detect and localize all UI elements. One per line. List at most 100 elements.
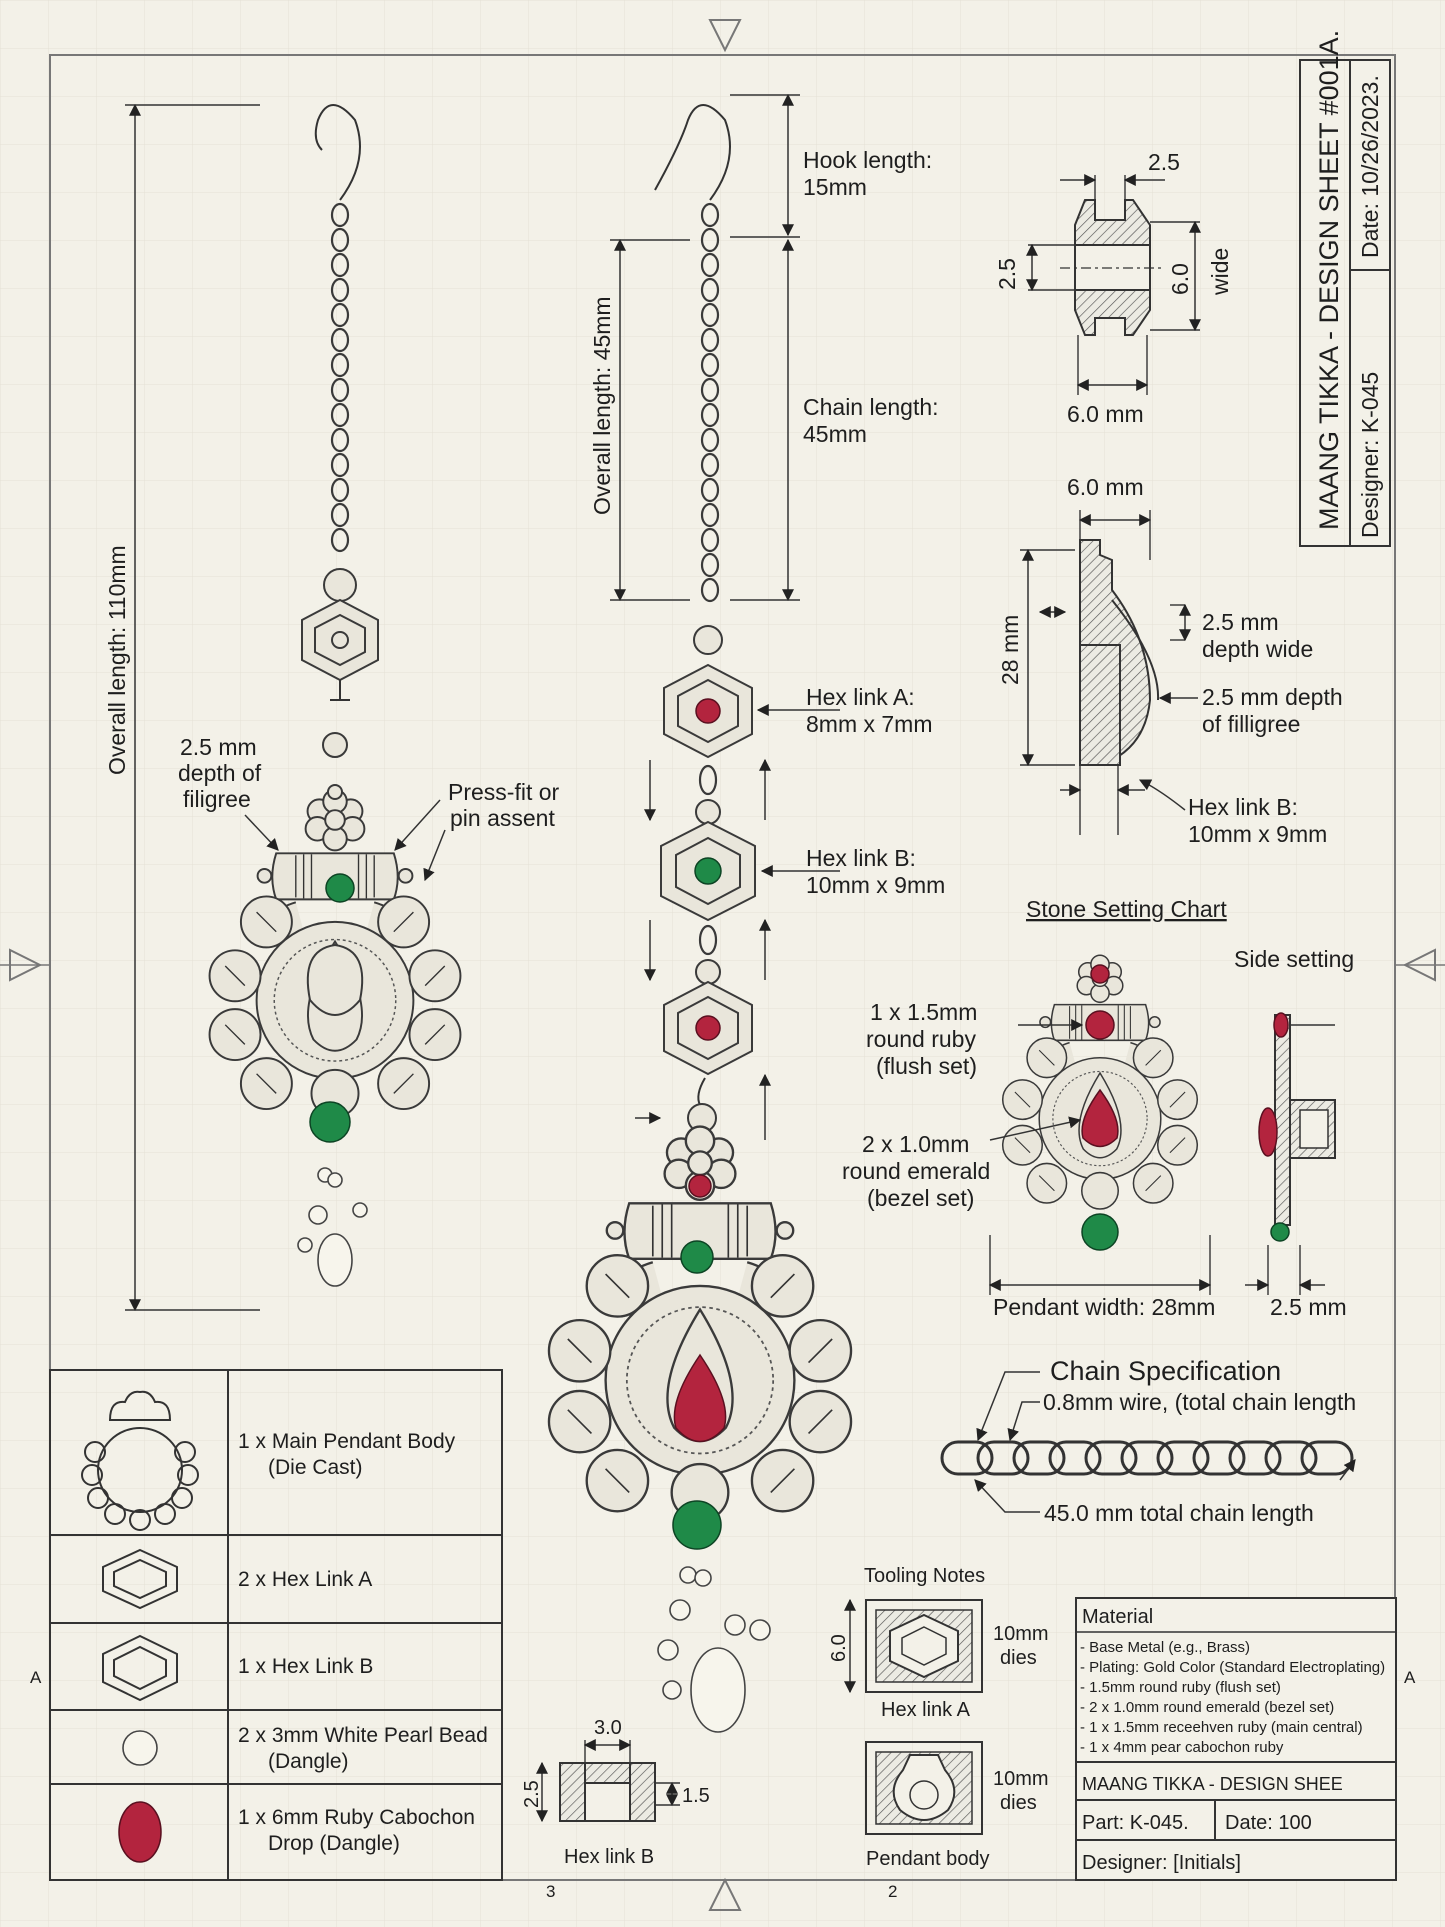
- title-block-date: Date: 10/26/2023.: [1357, 75, 1383, 258]
- side-filigree-label-2: of filligree: [1202, 711, 1300, 737]
- bom-row-3-label: 1 x Hex Link B: [238, 1655, 373, 1678]
- left-filigree-label-3: filigree: [183, 786, 251, 812]
- bom-row-1-label-2: (Die Cast): [268, 1456, 363, 1479]
- border-mark-bottom-3: 3: [546, 1882, 555, 1901]
- material-item-2: - Plating: Gold Color (Standard Electrop…: [1080, 1659, 1385, 1676]
- die-a-size-2: dies: [1000, 1647, 1037, 1669]
- ruby-spec-label-1: 1 x 1.5mm: [870, 999, 977, 1025]
- center-overall-length: Overall length: 45mm: [589, 296, 615, 515]
- hook-length-label-2: 15mm: [803, 174, 867, 200]
- chain-spec-title: Chain Specification: [1050, 1356, 1281, 1386]
- die-a-dim: 6.0: [828, 1634, 850, 1662]
- chain-specification: Chain Specification 0.8mm wire, (total c…: [940, 1356, 1356, 1526]
- bom-row-5-label-1: 1 x 6mm Ruby Cabochon: [238, 1806, 475, 1829]
- die-a-size-1: 10mm: [993, 1623, 1049, 1645]
- hex-link-a-second: [663, 980, 753, 1076]
- left-filigree-label-2: depth of: [178, 760, 262, 786]
- hex-detail-right-word: wide: [1207, 248, 1233, 296]
- tooling-title: Tooling Notes: [864, 1565, 985, 1587]
- hex-link-a: [663, 663, 753, 759]
- border-mark-left-a: A: [30, 1668, 42, 1687]
- side-hex-b-label-1: Hex link B:: [1188, 794, 1298, 820]
- die-b-size-2: dies: [1000, 1792, 1037, 1814]
- hex-link-b-icon: [102, 1634, 178, 1702]
- bom-row-4-label-2: (Dangle): [268, 1750, 349, 1773]
- side-detail-top-dim: 6.0 mm: [1067, 474, 1144, 500]
- border-mark-bottom-2: 2: [888, 1882, 897, 1901]
- ruby-spec-label-3: (flush set): [876, 1053, 977, 1079]
- hex-link-a-icon: [102, 1548, 178, 1610]
- center-chain: [693, 202, 723, 655]
- title-block: MAANG TIKKA - DESIGN SHEET #001A. Date: …: [1299, 30, 1391, 547]
- die-b-label: Pendant body: [866, 1848, 989, 1870]
- left-press-fit-label-1: Press-fit or: [448, 779, 560, 805]
- material-block: Material - Base Metal (e.g., Brass) - Pl…: [1075, 1597, 1397, 1881]
- hex-detail-left-dim: 2.5: [994, 258, 1020, 290]
- material-item-3: - 1.5mm round ruby (flush set): [1080, 1679, 1281, 1696]
- left-view: Overall length: 110mm: [104, 103, 560, 1312]
- pendant-body-icon: [81, 1390, 199, 1531]
- pearl-icon: [122, 1730, 158, 1766]
- chain-length-label-1: Chain length:: [803, 394, 939, 420]
- chain-drawing: [940, 1440, 1354, 1476]
- material-date: Date: 100: [1225, 1812, 1312, 1834]
- bom-table: 1 x Main Pendant Body (Die Cast) 2 x Hex…: [49, 1369, 503, 1881]
- bom-row-4-label-1: 2 x 3mm White Pearl Bead: [238, 1724, 488, 1747]
- side-depth-label-2: depth wide: [1202, 636, 1313, 662]
- hex-link-b: [660, 820, 756, 922]
- stone-setting-chart: Stone Setting Chart Side setting 1 x 1.5…: [842, 896, 1354, 1320]
- material-sheet-name: MAANG TIKKA - DESIGN SHEE: [1082, 1774, 1343, 1794]
- sheet-border: [49, 54, 1396, 1881]
- side-width-label: 2.5 mm: [1270, 1294, 1347, 1320]
- title-block-designer: Designer: K-045: [1357, 372, 1383, 538]
- stone-chart-title: Stone Setting Chart: [1026, 896, 1227, 922]
- hex-a-label-2: 8mm x 7mm: [806, 711, 933, 737]
- side-depth-label-1: 2.5 mm: [1202, 609, 1279, 635]
- material-designer: Designer: [Initials]: [1082, 1852, 1241, 1874]
- emerald-spec-label-3: (bezel set): [867, 1185, 974, 1211]
- chain-spec-total: 45.0 mm total chain length: [1044, 1500, 1314, 1526]
- side-detail-left-dim: 28 mm: [997, 615, 1023, 685]
- hex-b-label-1: Hex link B:: [806, 845, 916, 871]
- bom-row-2-label: 2 x Hex Link A: [238, 1568, 372, 1591]
- material-item-5: - 1 x 1.5mm receehven ruby (main central…: [1080, 1719, 1363, 1736]
- hook-length-label-1: Hook length:: [803, 147, 932, 173]
- emerald-spec-label-2: round emerald: [842, 1158, 990, 1184]
- emerald-spec-label-1: 2 x 1.0mm: [862, 1131, 969, 1157]
- hex-detail-top-dim: 2.5: [1148, 149, 1180, 175]
- side-setting-label: Side setting: [1234, 946, 1354, 972]
- hex-detail-bottom-dim: 6.0 mm: [1067, 401, 1144, 427]
- left-press-fit-label-2: pin assent: [450, 805, 555, 831]
- left-overall-length: Overall length: 110mm: [104, 545, 130, 775]
- material-item-4: - 2 x 1.0mm round emerald (bezel set): [1080, 1699, 1334, 1716]
- hex-detail-right-dim: 6.0: [1167, 263, 1193, 295]
- hex-a-label-1: Hex link A:: [806, 684, 915, 710]
- title-block-title: MAANG TIKKA - DESIGN SHEET #001A.: [1314, 30, 1344, 530]
- hex-b-section-top-dim: 3.0: [594, 1717, 622, 1739]
- ruby-drop-icon: [118, 1801, 162, 1863]
- hex-b-section-label: Hex link B: [564, 1846, 654, 1868]
- hex-b-section-left-dim: 2.5: [521, 1780, 543, 1808]
- side-detail-view: 6.0 mm 28 mm 2.5 mm depth wide 2.5 mm de…: [997, 474, 1343, 847]
- die-b-size-1: 10mm: [993, 1768, 1049, 1790]
- chain-spec-wire: 0.8mm wire, (total chain length: [1043, 1389, 1356, 1415]
- material-part: Part: K-045.: [1082, 1812, 1189, 1834]
- bom-row-5-label-2: Drop (Dangle): [268, 1832, 400, 1855]
- pendant-width-label: Pendant width: 28mm: [993, 1294, 1215, 1320]
- hex-b-label-2: 10mm x 9mm: [806, 872, 945, 898]
- chain-length-label-2: 45mm: [803, 421, 867, 447]
- left-filigree-label-1: 2.5 mm: [180, 734, 257, 760]
- hex-link-b-section: 3.0 2.5 1.5 Hex link B: [521, 1717, 710, 1868]
- material-title: Material: [1082, 1606, 1153, 1628]
- ruby-spec-label-2: round ruby: [866, 1026, 976, 1052]
- die-a-label: Hex link A: [881, 1699, 971, 1721]
- hex-detail-view: 2.5 2.5 6.0 wide 6.0 mm: [994, 149, 1233, 427]
- border-mark-right-a: A: [1404, 1668, 1416, 1687]
- side-hex-b-label-2: 10mm x 9mm: [1188, 821, 1327, 847]
- center-view: Overall length: 45mm Hook length: 15mm C…: [547, 93, 945, 1733]
- material-item-1: - Base Metal (e.g., Brass): [1080, 1639, 1250, 1656]
- tooling-notes: Tooling Notes 6.0 10mm dies Hex link A 1…: [828, 1565, 1049, 1870]
- hex-b-section-right-dim: 1.5: [682, 1785, 710, 1807]
- side-filigree-label-1: 2.5 mm depth: [1202, 684, 1343, 710]
